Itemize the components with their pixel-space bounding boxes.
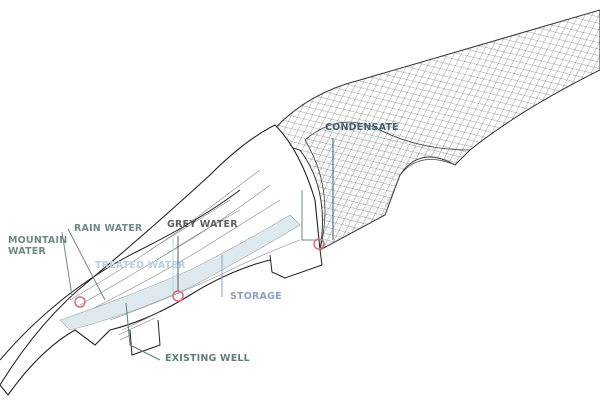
leader-rain: [67, 228, 106, 301]
outlet-marker-icon: [313, 238, 325, 250]
support-leg: [269, 249, 323, 279]
leader-well: [125, 302, 161, 361]
outer-edge: [0, 189, 241, 361]
label-grey-water: GREY WATER: [167, 219, 238, 230]
label-treated-water: TREATED WATER: [95, 260, 186, 271]
canopy-underside: [304, 121, 471, 251]
label-existing-well: EXISTING WELL: [165, 353, 250, 364]
storage-water-body: [59, 214, 301, 331]
leader-mountain: [61, 231, 73, 297]
support-leg: [129, 319, 161, 356]
label-mountain-water: MOUNTAIN WATER: [8, 235, 68, 257]
leader-condensate-2: [301, 190, 318, 241]
label-storage: STORAGE: [230, 291, 282, 302]
label-condensate: CONDENSATE: [325, 122, 399, 133]
outlet-marker-icon: [172, 290, 184, 302]
label-rain-water: RAIN WATER: [74, 223, 143, 234]
outlet-marker-icon: [74, 296, 86, 308]
